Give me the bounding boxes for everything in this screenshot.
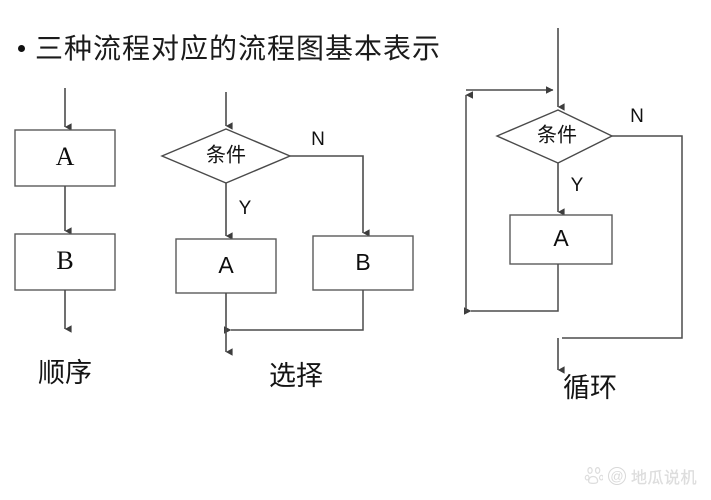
bullet-icon (18, 45, 25, 52)
selection-merge-path (224, 290, 364, 334)
loop-no-label: N (630, 106, 644, 127)
flowchart-selection: 条件 Y N A B 选择 (160, 92, 414, 391)
flowchart-sequence: A B 顺序 (14, 88, 116, 388)
selection-node-b-box (312, 235, 414, 291)
loop-caption: 循环 (563, 373, 617, 403)
loop-back-horizontal (464, 264, 559, 315)
slide-title-row: 三种流程对应的流程图基本表示 (18, 36, 441, 64)
selection-caption: 选择 (269, 361, 323, 391)
flowchart-loop: 条件 Y N A 循环 (464, 28, 683, 403)
selection-decision-label: 条件 (206, 144, 246, 167)
selection-yes-label: Y (239, 198, 252, 219)
sequence-node-a-box (14, 129, 116, 187)
loop-node-a-box (509, 214, 613, 265)
selection-node-b-label: B (355, 249, 370, 275)
loop-node-a-label: A (553, 225, 569, 251)
loop-yes-label: Y (571, 175, 584, 196)
at-symbol-icon (607, 467, 626, 485)
selection-node-a-label: A (218, 252, 234, 278)
watermark: 地瓜说机 (584, 464, 697, 488)
page-title: 三种流程对应的流程图基本表示 (35, 34, 442, 65)
sequence-caption: 顺序 (38, 358, 92, 388)
selection-no-arrow (290, 155, 370, 237)
loop-decision-label: 条件 (537, 124, 577, 147)
watermark-handle: 地瓜说机 (630, 470, 697, 487)
selection-no-label: N (311, 129, 325, 150)
sequence-node-a-label: A (56, 142, 75, 171)
paw-logo-icon (584, 466, 603, 484)
sequence-node-b-label: B (56, 246, 73, 275)
selection-node-a-box (175, 238, 277, 294)
loop-no-path (562, 135, 683, 339)
